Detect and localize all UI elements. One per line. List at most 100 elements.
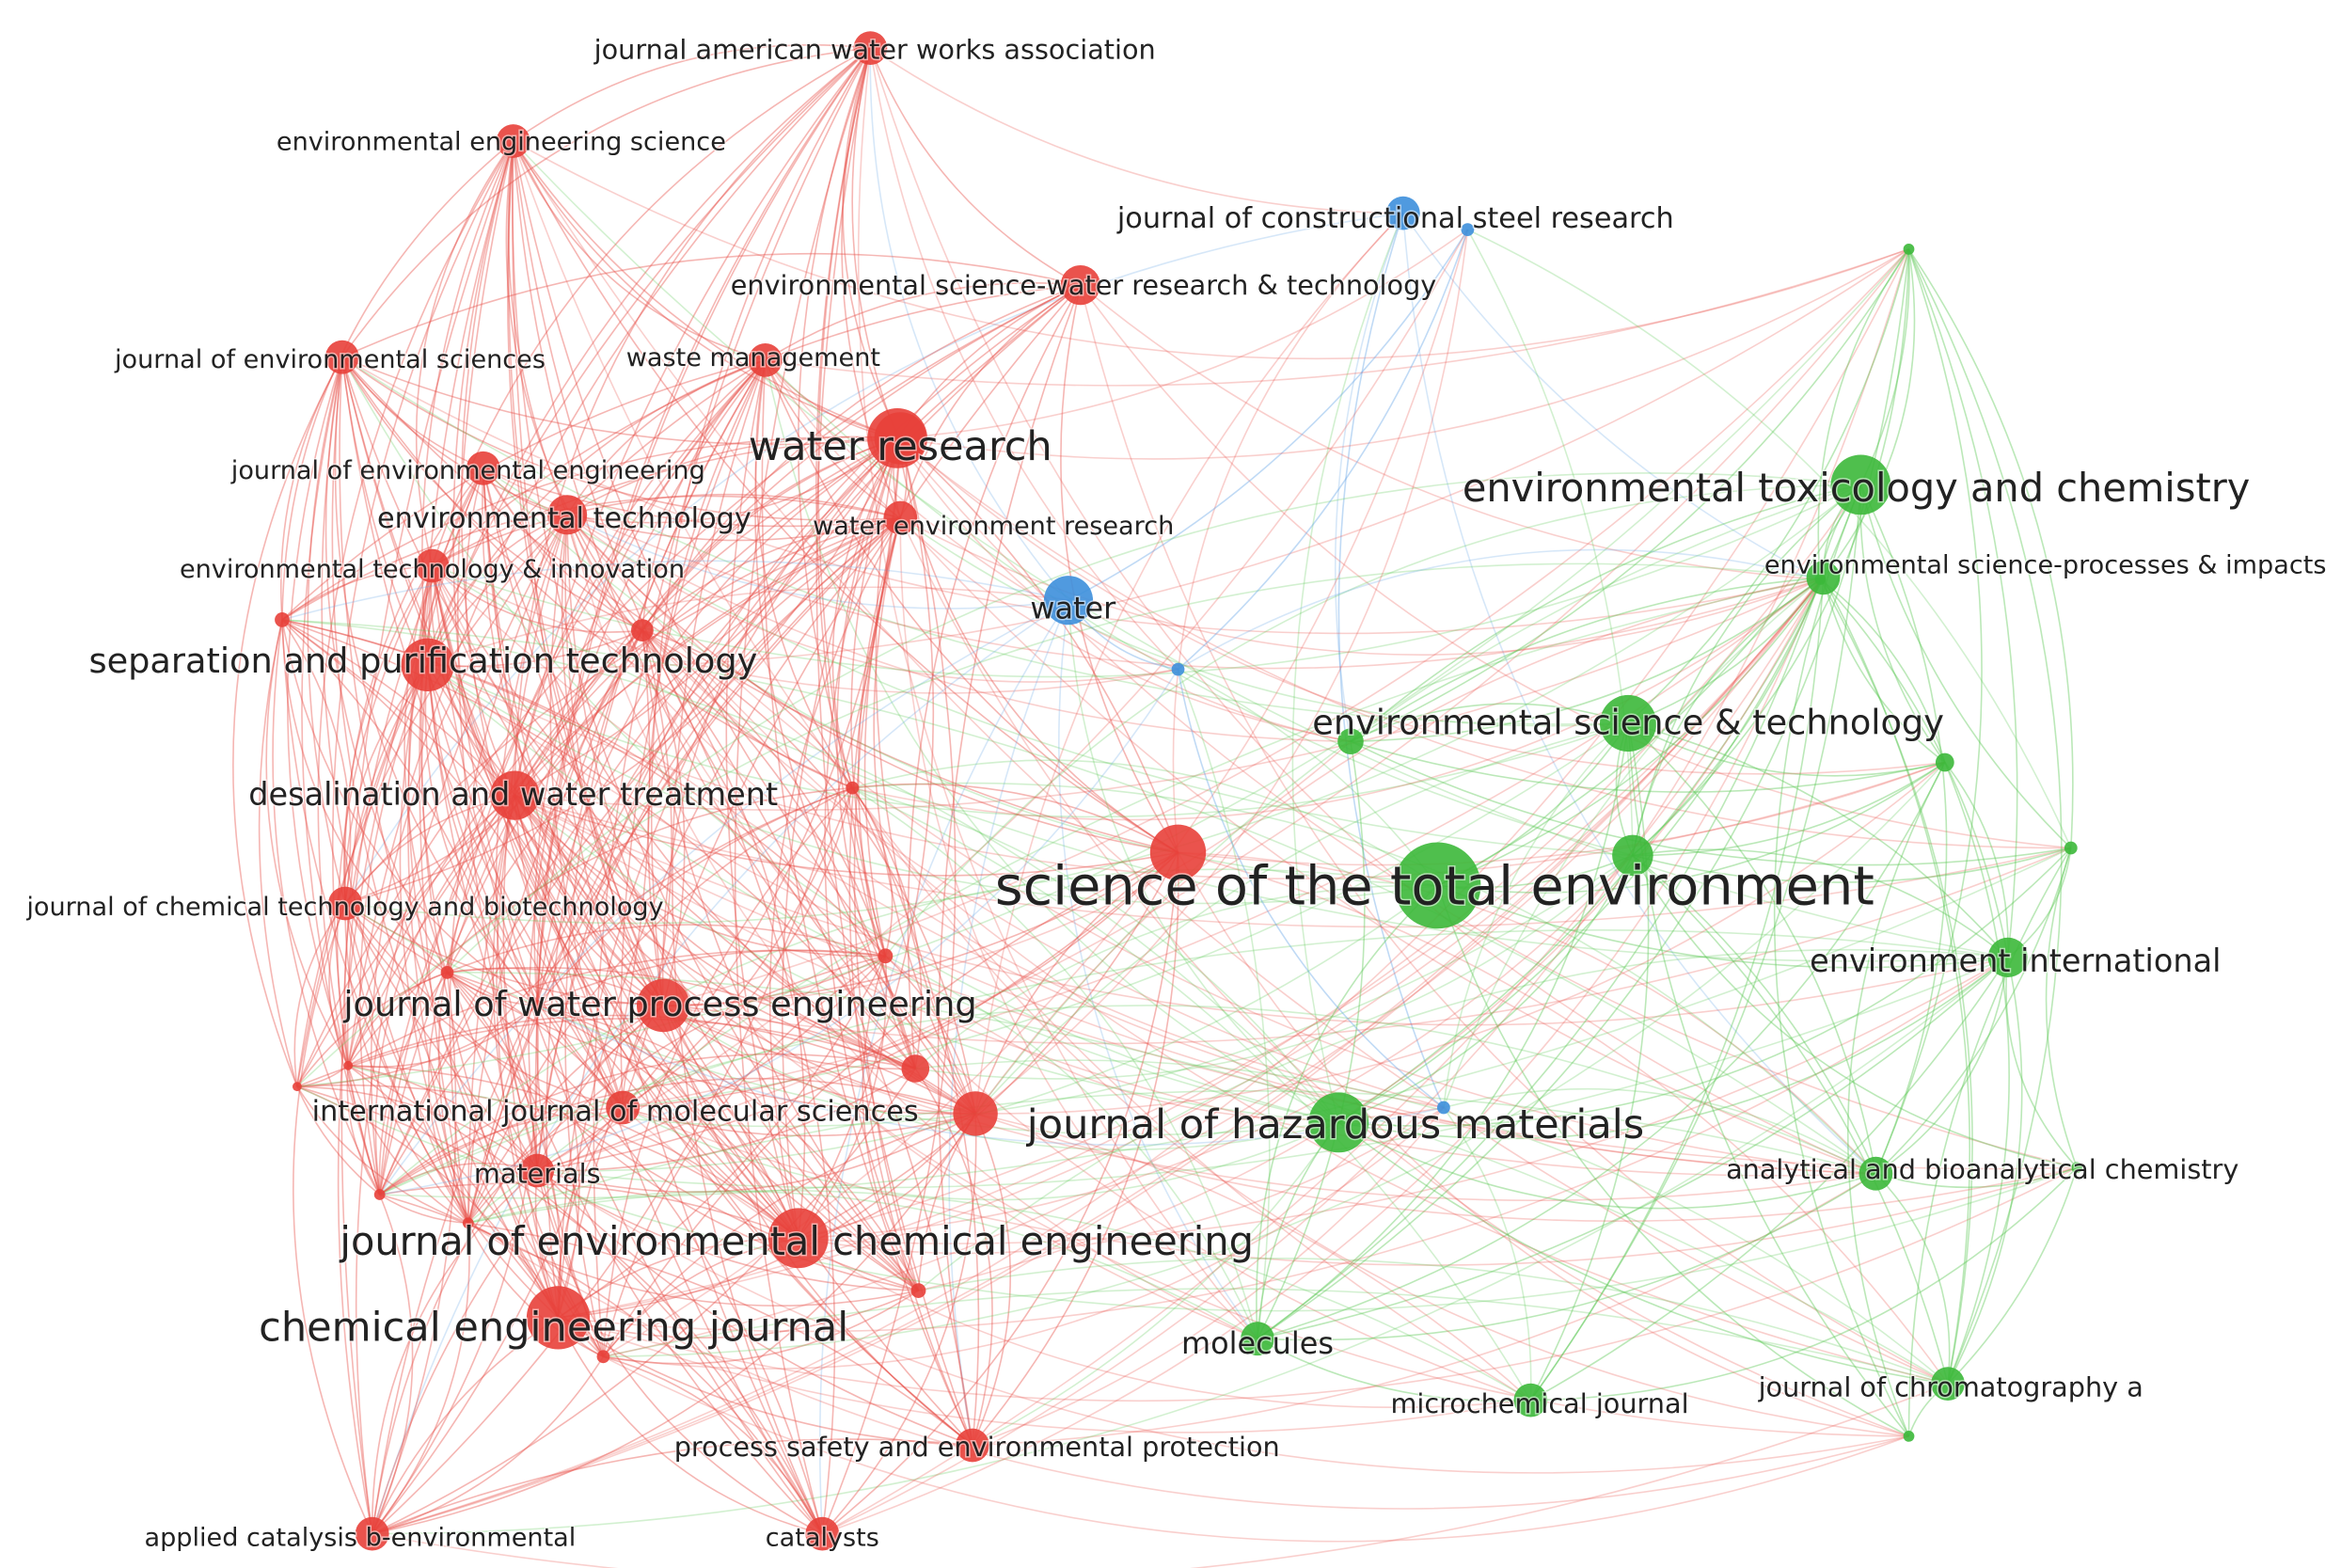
node-label-abc[interactable]: analytical and bioanalytical chemistry [1725, 1152, 2240, 1187]
node-extra-1[interactable] [874, 412, 926, 465]
node-ees[interactable] [496, 124, 530, 158]
node-jee[interactable] [466, 451, 500, 485]
node-cej[interactable] [526, 1286, 591, 1350]
node-label-stotenv[interactable]: science of the total environment [993, 853, 1875, 919]
node-etc[interactable] [1830, 454, 1891, 515]
node-label-wer[interactable]: water environment research [812, 510, 1176, 542]
link-edge [754, 359, 976, 1115]
node-extra-8[interactable] [440, 966, 454, 979]
node-extra-13[interactable] [596, 1350, 610, 1364]
node-jwpe[interactable] [637, 978, 690, 1033]
node-ei[interactable] [1987, 937, 2028, 977]
node-stotenv[interactable] [1394, 842, 1481, 929]
node-extra-24[interactable] [1171, 662, 1185, 676]
node-jes[interactable] [324, 340, 359, 374]
node-extra-26[interactable] [1461, 223, 1475, 237]
node-extra-17[interactable] [1337, 728, 1364, 754]
node-jece[interactable] [767, 1208, 829, 1269]
node-extra-22[interactable] [2071, 1162, 2083, 1174]
node-extra-0[interactable] [1149, 824, 1207, 880]
node-label-et[interactable]: environmental technology [376, 501, 753, 537]
node-extra-16[interactable] [1612, 834, 1653, 877]
node-extra-9[interactable] [293, 1082, 302, 1092]
node-label-est[interactable]: environmental science & technology [1311, 701, 1946, 744]
node-est[interactable] [1600, 694, 1657, 752]
node-jca[interactable] [1931, 1367, 1965, 1401]
node-ijms[interactable] [606, 1090, 640, 1125]
node-extra-5[interactable] [846, 781, 860, 795]
link-edge [918, 1258, 1949, 1385]
node-extra-25[interactable] [1437, 1101, 1450, 1115]
link-edge [869, 47, 1403, 214]
node-extra-12[interactable] [462, 1217, 474, 1229]
node-label-mj[interactable]: microchemical journal [1389, 1386, 1690, 1420]
node-extra-4[interactable] [878, 948, 894, 964]
node-mj[interactable] [1513, 1383, 1548, 1418]
link-edge [379, 1077, 976, 1196]
node-extra-23[interactable] [1814, 574, 1827, 585]
node-extra-7[interactable] [275, 612, 290, 627]
node-label-molecules[interactable]: molecules [1180, 1324, 1336, 1363]
node-jctb[interactable] [328, 886, 362, 921]
node-extra-11[interactable] [373, 1189, 386, 1200]
node-jcsr[interactable] [1385, 196, 1420, 230]
node-label-water[interactable]: water [1029, 589, 1118, 627]
node-extra-15[interactable] [531, 1000, 544, 1011]
node-eswrt[interactable] [1060, 265, 1100, 306]
node-wm[interactable] [748, 343, 783, 377]
node-label-acb[interactable]: applied catalysis b-environmental [143, 1522, 577, 1554]
node-label-dwt[interactable]: desalination and water treatment [247, 774, 780, 814]
node-label-espi[interactable]: environmental science-processes & impact… [1763, 549, 2328, 581]
node-label-psep[interactable]: process safety and environmental protect… [672, 1430, 1281, 1465]
node-wer[interactable] [883, 500, 918, 535]
node-extra-3[interactable] [901, 1054, 930, 1083]
node-label-wm[interactable]: waste management [625, 342, 881, 374]
link-edge [907, 284, 1082, 1069]
node-extra-18[interactable] [1935, 752, 1954, 772]
node-label-ei[interactable]: environment international [1809, 941, 2222, 980]
node-label-spt[interactable]: separation and purification technology [87, 639, 759, 682]
node-label-ees[interactable]: environmental engineering science [275, 126, 727, 158]
node-abc[interactable] [1859, 1156, 1893, 1191]
node-extra-14[interactable] [910, 1283, 926, 1298]
node-et[interactable] [547, 495, 588, 535]
node-psep[interactable] [956, 1428, 989, 1463]
node-materials[interactable] [520, 1153, 555, 1188]
node-eti[interactable] [415, 548, 450, 583]
node-label-ijms[interactable]: international journal of molecular scien… [310, 1094, 920, 1130]
node-acb[interactable] [355, 1516, 389, 1551]
node-label-jee[interactable]: journal of environmental engineering [229, 454, 706, 486]
node-label-jawwa[interactable]: journal american water works association [592, 32, 1157, 67]
node-label-jhm[interactable]: journal of hazardous materials [1024, 1101, 1645, 1150]
link-edge [344, 903, 560, 1319]
link-edge [332, 140, 514, 1066]
node-label-materials[interactable]: materials [472, 1156, 602, 1191]
node-extra-10[interactable] [343, 1060, 354, 1070]
node-extra-20[interactable] [1903, 244, 1915, 255]
node-label-jes[interactable]: journal of environmental sciences [113, 343, 547, 375]
node-label-jcsr[interactable]: journal of constructional steel research [1115, 201, 1675, 237]
node-label-wr[interactable]: water research [747, 421, 1053, 471]
node-extra-21[interactable] [1903, 1431, 1915, 1442]
link-edge [378, 972, 449, 1196]
node-label-eswrt[interactable]: environmental science-water research & t… [729, 268, 1438, 303]
node-extra-6[interactable] [631, 619, 654, 641]
link-edge [662, 1005, 976, 1115]
node-spt[interactable] [401, 638, 454, 691]
node-label-cej[interactable]: chemical engineering journal [258, 1303, 850, 1353]
node-label-eti[interactable]: environmental technology & innovation [178, 554, 686, 586]
node-label-jece[interactable]: journal of environmental chemical engine… [338, 1217, 1256, 1266]
node-label-jca[interactable]: journal of chromatography a [1756, 1370, 2144, 1404]
node-molecules[interactable] [1241, 1322, 1274, 1356]
node-label-catalysts[interactable]: catalysts [764, 1522, 880, 1554]
node-label-jwpe[interactable]: journal of water process engineering [341, 983, 978, 1026]
node-label-etc[interactable]: environmental toxicology and chemistry [1461, 464, 2252, 513]
node-extra-19[interactable] [2064, 841, 2078, 855]
node-extra-2[interactable] [953, 1091, 998, 1136]
node-dwt[interactable] [490, 770, 540, 820]
node-jawwa[interactable] [853, 31, 888, 65]
node-catalysts[interactable] [805, 1516, 840, 1551]
node-label-jctb[interactable]: journal of chemical technology and biote… [24, 892, 665, 924]
node-jhm[interactable] [1308, 1092, 1369, 1153]
node-water[interactable] [1043, 576, 1094, 626]
